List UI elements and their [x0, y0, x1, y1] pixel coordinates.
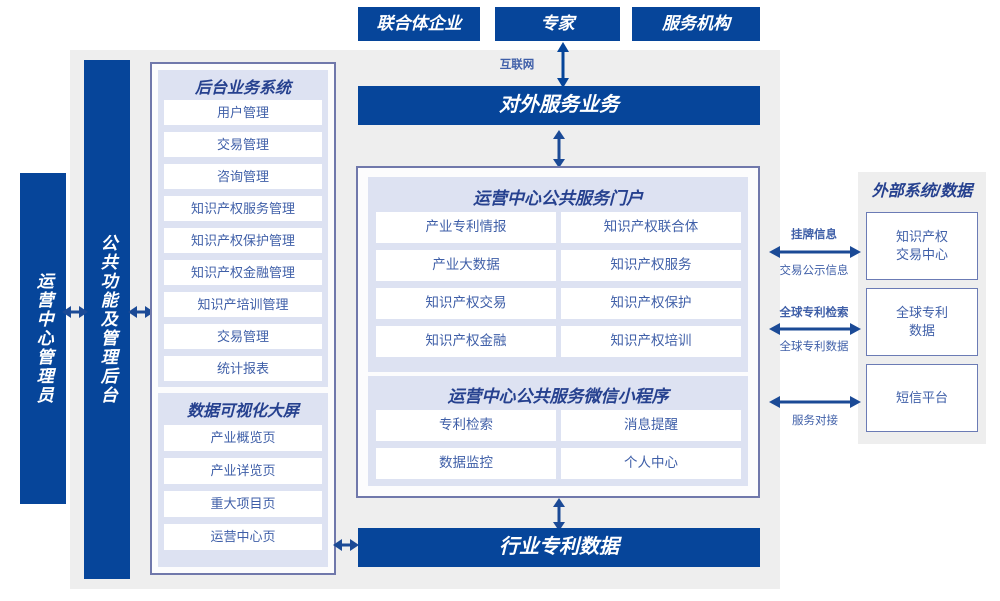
- backend-item-5[interactable]: 知识产权金融管理: [164, 260, 322, 285]
- backend-to-systemcard-arrow-icon: [128, 301, 154, 323]
- industry-patent-data-bar[interactable]: 行业专利数据: [358, 528, 760, 567]
- backend-item-7[interactable]: 交易管理: [164, 324, 322, 349]
- visualization-to-data-arrow-icon: [333, 534, 359, 556]
- backend-item-8[interactable]: 统计报表: [164, 356, 322, 381]
- external-system-sms-platform-label: 短信平台: [895, 390, 948, 406]
- external-system-sms-platform[interactable]: 短信平台: [866, 364, 978, 432]
- visualization-item-2[interactable]: 重大项目页: [164, 491, 322, 517]
- external-connection-1-below-label: 全球专利数据: [779, 341, 849, 353]
- external-systems-title: 外部系统/数据: [871, 183, 973, 200]
- external-connection-1-above-label: 全球专利检索: [779, 307, 849, 319]
- left-column-common-backend-label: 公共功能及管理后台: [97, 234, 117, 405]
- actor-box-consortium[interactable]: 联合体企业: [358, 7, 480, 41]
- admin-to-backend-arrow-icon: [62, 301, 88, 323]
- portal-item-4[interactable]: 知识产权交易: [376, 288, 556, 319]
- left-column-operation-admin[interactable]: 运营中心管理员: [20, 173, 66, 504]
- mini-program-item-0[interactable]: 专利检索: [376, 410, 556, 441]
- internet-label: 互联网: [499, 59, 535, 71]
- backend-item-2[interactable]: 咨询管理: [164, 164, 322, 189]
- portal-item-7[interactable]: 知识产权培训: [561, 326, 741, 357]
- external-system-global-patent-label: 全球专利 数据: [895, 305, 948, 338]
- backend-item-3[interactable]: 知识产权服务管理: [164, 196, 322, 221]
- service-portal-title: 运营中心公共服务门户: [473, 188, 643, 208]
- backend-system-title: 后台业务系统: [194, 80, 291, 97]
- left-column-common-backend[interactable]: 公共功能及管理后台: [84, 60, 130, 579]
- visualization-item-1[interactable]: 产业详览页: [164, 458, 322, 484]
- internet-arrow-icon: [552, 42, 574, 88]
- external-connection-1-arrow-icon: [769, 320, 861, 338]
- actor-box-expert[interactable]: 专家: [495, 7, 620, 41]
- mini-program-item-1[interactable]: 消息提醒: [561, 410, 741, 441]
- visualization-item-3[interactable]: 运营中心页: [164, 524, 322, 550]
- external-connection-2-below-label: 服务对接: [792, 415, 838, 427]
- actor-box-service-agency[interactable]: 服务机构: [632, 7, 760, 41]
- visualization-title: 数据可视化大屏: [186, 403, 299, 420]
- external-system-global-patent[interactable]: 全球专利 数据: [866, 288, 978, 356]
- visualization-item-0[interactable]: 产业概览页: [164, 425, 322, 451]
- external-connection-2-arrow-icon: [769, 393, 861, 411]
- portal-item-1[interactable]: 知识产权联合体: [561, 212, 741, 243]
- service-to-portal-arrow-icon: [548, 130, 570, 168]
- portal-item-0[interactable]: 产业专利情报: [376, 212, 556, 243]
- external-system-ip-exchange-label: 知识产权 交易中心: [895, 229, 948, 262]
- mini-program-title: 运营中心公共服务微信小程序: [447, 386, 669, 406]
- external-service-bar[interactable]: 对外服务业务: [358, 86, 760, 125]
- external-connection-0-below-label: 交易公示信息: [779, 265, 849, 277]
- portal-item-6[interactable]: 知识产权金融: [376, 326, 556, 357]
- backend-item-0[interactable]: 用户管理: [164, 100, 322, 125]
- portal-item-3[interactable]: 知识产权服务: [561, 250, 741, 281]
- external-connection-0-arrow-icon: [769, 243, 861, 261]
- external-connection-0-above-label: 挂牌信息: [791, 229, 837, 241]
- portal-to-data-arrow-icon: [548, 498, 570, 531]
- external-system-ip-exchange[interactable]: 知识产权 交易中心: [866, 212, 978, 280]
- backend-item-4[interactable]: 知识产权保护管理: [164, 228, 322, 253]
- backend-item-6[interactable]: 知识产培训管理: [164, 292, 322, 317]
- backend-item-1[interactable]: 交易管理: [164, 132, 322, 157]
- mini-program-item-3[interactable]: 个人中心: [561, 448, 741, 479]
- portal-item-5[interactable]: 知识产权保护: [561, 288, 741, 319]
- left-column-operation-admin-label: 运营中心管理员: [33, 272, 53, 405]
- mini-program-item-2[interactable]: 数据监控: [376, 448, 556, 479]
- portal-item-2[interactable]: 产业大数据: [376, 250, 556, 281]
